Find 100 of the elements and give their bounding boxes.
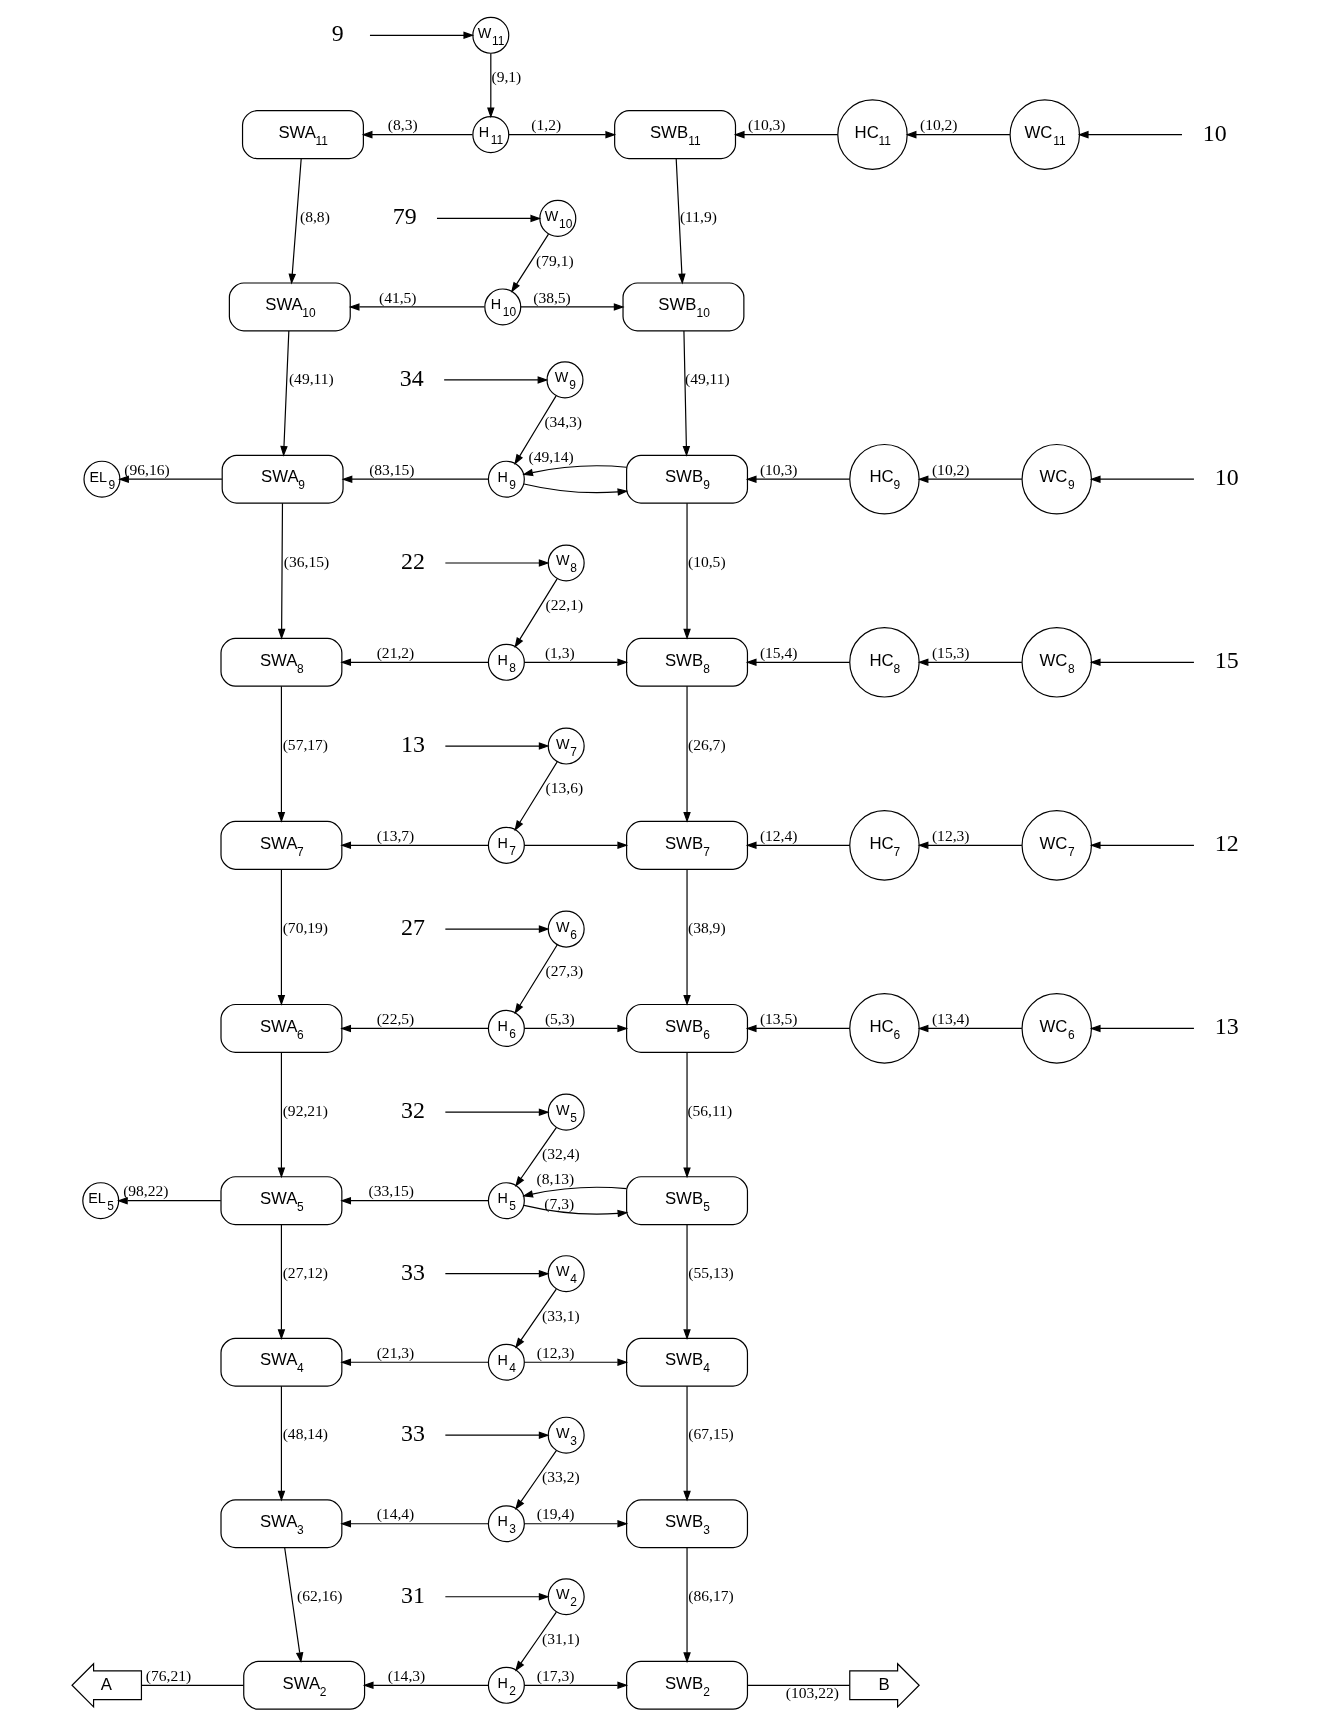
node-box: SWA$_{8}$ [219,637,342,687]
edge-label: (49,11) [288,369,334,387]
node-circle: HC$_{6}$ [848,992,920,1064]
arrow [1089,841,1195,849]
arrow [277,502,285,640]
edge-label: (49,11) [684,369,730,387]
arrow [682,685,691,823]
edge-label: (33,15) [368,1181,414,1199]
edge-label: (79,1) [535,251,574,269]
edge-label: (10,2) [919,115,958,133]
arrow [523,841,628,849]
node-box: SWA$_{11}$ [241,109,364,159]
edge-label: (92,21) [282,1101,328,1119]
node-box: SWB$_{6}$ [625,1003,748,1053]
node-box: SWA$_{3}$ [219,1498,342,1548]
edge-label: (22,5) [376,1009,414,1027]
arrow [523,1681,628,1689]
arrow [117,474,223,483]
arrow [682,1051,691,1178]
edge-label: (67,15) [687,1424,734,1442]
arrow [675,157,686,284]
node-text: 31 [400,1581,425,1608]
node-circle: HC$_{8}$ [848,626,920,698]
arrow [339,1519,489,1528]
node-box: SWA$_{4}$ [219,1337,342,1387]
arrow [368,31,474,39]
edge-label: (86,17) [687,1586,734,1604]
arrow [521,1186,627,1198]
arrow [745,1024,850,1032]
arrow [523,1357,628,1366]
edge-label: (27,3) [545,961,583,979]
arrow [1089,1024,1195,1032]
arrow [733,130,838,138]
edge-label: (70,19) [282,918,328,936]
arrow [682,1223,691,1340]
arrow [339,1024,489,1032]
connector [140,1684,244,1686]
node-text: 12 [1214,829,1239,856]
arrow [277,868,285,1006]
edge-label: (96,16) [123,460,170,478]
edge-label: (10,2) [931,460,969,478]
arrow [917,474,1022,483]
edge-label: (14,4) [376,1504,414,1522]
edge-label: (1,2) [530,115,561,133]
edge-label: (103,22) [785,1683,839,1701]
node-text: 15 [1214,646,1239,673]
node-box: SWB$_{11}$ [613,109,736,159]
arrow [917,658,1022,666]
edge-label: (76,21) [145,1666,191,1684]
edge-label: (27,12) [282,1263,328,1281]
arrow [277,1385,285,1502]
edge-label: (1,3) [544,643,575,661]
edge-label: (98,22) [122,1181,168,1199]
node-box: SWA$_{10}$ [228,281,351,331]
arrow [522,1204,628,1217]
arrow [339,1357,489,1366]
arrow [361,130,473,138]
node-box: SWA$_{7}$ [219,820,342,870]
edge-label: (38,5) [532,288,571,306]
node-box: SWA$_{6}$ [219,1003,342,1053]
arrow [444,1592,550,1601]
connector [746,1684,850,1686]
edge-label: (11,9) [679,207,717,225]
node-circle: WC$_{6}$ [1020,992,1092,1064]
edge-label: (15,4) [759,643,797,661]
node-text: 9 [331,19,344,46]
edge-label: (21,3) [376,1343,414,1361]
arrow [513,760,558,831]
edge-label: (62,16) [296,1586,342,1604]
edge-label: (33,1) [541,1306,580,1324]
edge-label: (7,3) [543,1194,574,1212]
arrow [523,1024,628,1032]
node-circle: WC$_{9}$ [1020,443,1092,514]
node-box: SWB$_{10}$ [621,281,744,331]
arrow [443,375,548,384]
arrow [435,214,541,222]
node-text: 22 [400,547,425,574]
edge-label: (21,2) [376,643,414,661]
arrow [682,1546,691,1663]
arrow [682,868,691,1006]
arrow [444,1430,550,1439]
arrow [522,482,628,496]
arrow [444,741,550,750]
node-box: SWB$_{2}$ [625,1660,748,1710]
edge-label: (26,7) [687,735,726,753]
edge-label: (48,14) [282,1424,328,1442]
edge-label: (10,3) [747,115,785,133]
arrow [116,1196,221,1204]
node-box: SWA$_{5}$ [219,1175,342,1225]
edge-label: (56,11) [686,1101,732,1119]
arrow [917,841,1022,849]
arrow [513,577,558,648]
edge-label: (31,1) [541,1629,580,1647]
arrow [1077,130,1183,138]
edge-label: (32,4) [541,1144,580,1162]
node-box: SWB$_{4}$ [625,1337,748,1387]
node-text: 13 [400,730,425,757]
edge-label: (8,3) [387,115,418,133]
edge-label: (38,9) [687,918,726,936]
arrow [348,302,485,311]
